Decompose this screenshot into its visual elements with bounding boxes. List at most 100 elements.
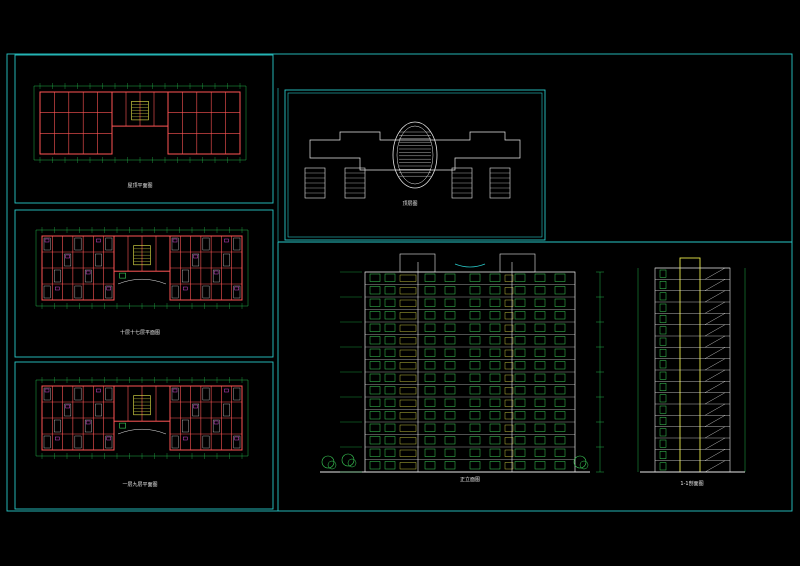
furniture bbox=[202, 237, 210, 251]
balcony bbox=[504, 299, 514, 307]
fixture bbox=[55, 286, 60, 291]
balcony bbox=[504, 287, 514, 295]
window bbox=[424, 298, 436, 307]
balcony bbox=[504, 399, 514, 407]
window bbox=[424, 411, 436, 420]
window bbox=[384, 436, 396, 445]
section-window bbox=[659, 451, 667, 459]
furniture bbox=[202, 435, 210, 449]
window bbox=[384, 361, 396, 370]
window bbox=[514, 273, 526, 282]
stair-flight bbox=[704, 347, 726, 359]
tree bbox=[321, 455, 335, 469]
furniture bbox=[182, 419, 189, 433]
roof-title: 顶层图 bbox=[402, 201, 418, 207]
section-window bbox=[659, 428, 667, 437]
balcony bbox=[399, 412, 417, 420]
planter bbox=[119, 272, 126, 279]
window bbox=[369, 448, 381, 457]
window bbox=[469, 398, 481, 407]
window bbox=[469, 273, 481, 282]
window bbox=[384, 348, 396, 357]
balcony bbox=[399, 349, 417, 357]
fixture bbox=[55, 436, 60, 441]
fixture bbox=[172, 238, 178, 243]
window bbox=[369, 423, 381, 432]
furniture bbox=[43, 237, 51, 251]
window bbox=[489, 398, 501, 407]
window bbox=[369, 373, 381, 382]
section-window bbox=[659, 417, 667, 425]
furniture bbox=[43, 435, 51, 449]
window bbox=[534, 273, 546, 282]
section-window bbox=[659, 315, 667, 323]
window bbox=[384, 461, 396, 470]
stair-flight bbox=[704, 415, 726, 427]
window bbox=[369, 436, 381, 445]
furniture bbox=[192, 253, 200, 267]
window bbox=[514, 436, 526, 445]
window bbox=[489, 286, 501, 295]
furniture bbox=[95, 403, 102, 417]
window bbox=[534, 373, 546, 382]
window bbox=[384, 286, 396, 295]
plan-typical-frame bbox=[14, 209, 274, 358]
balcony bbox=[504, 462, 514, 470]
furniture bbox=[74, 285, 82, 299]
stair-flight bbox=[704, 426, 726, 439]
furniture bbox=[233, 285, 241, 299]
section-window bbox=[659, 394, 667, 403]
window bbox=[444, 423, 456, 432]
balcony bbox=[399, 274, 417, 282]
stair-flight bbox=[704, 267, 726, 280]
window bbox=[444, 398, 456, 407]
window bbox=[444, 448, 456, 457]
furniture bbox=[171, 435, 179, 449]
stair-flight bbox=[704, 392, 726, 405]
window bbox=[534, 348, 546, 357]
balcony bbox=[399, 362, 417, 370]
window bbox=[469, 386, 481, 395]
window bbox=[369, 311, 381, 320]
window bbox=[514, 386, 526, 395]
furniture bbox=[105, 435, 113, 449]
furniture bbox=[54, 419, 61, 433]
plan-typical-title: 十层十七层平面图 bbox=[119, 330, 160, 336]
furniture bbox=[74, 387, 82, 401]
furniture bbox=[182, 269, 189, 283]
window bbox=[554, 448, 566, 457]
furniture bbox=[171, 387, 179, 401]
window bbox=[369, 361, 381, 370]
window bbox=[469, 461, 481, 470]
tree bbox=[327, 460, 337, 470]
window bbox=[554, 411, 566, 420]
window bbox=[554, 373, 566, 382]
window bbox=[424, 373, 436, 382]
window bbox=[489, 386, 501, 395]
furniture bbox=[105, 237, 113, 251]
window bbox=[384, 298, 396, 307]
window bbox=[369, 323, 381, 332]
window bbox=[469, 448, 481, 457]
fixture bbox=[44, 388, 50, 393]
furniture bbox=[105, 285, 113, 299]
balcony bbox=[399, 437, 417, 445]
window bbox=[514, 398, 526, 407]
balcony bbox=[399, 374, 417, 382]
section-window bbox=[659, 383, 667, 391]
window bbox=[534, 336, 546, 345]
fixture bbox=[183, 286, 188, 291]
window bbox=[469, 361, 481, 370]
window bbox=[489, 373, 501, 382]
section-window bbox=[659, 360, 667, 369]
furniture bbox=[233, 435, 241, 449]
furniture bbox=[202, 387, 210, 401]
window bbox=[554, 348, 566, 357]
balcony bbox=[504, 274, 514, 282]
elevation-title: 正立面图 bbox=[459, 477, 480, 483]
stair-flight bbox=[704, 313, 726, 325]
window bbox=[534, 323, 546, 332]
fixture bbox=[234, 286, 239, 291]
section-window bbox=[659, 371, 667, 380]
